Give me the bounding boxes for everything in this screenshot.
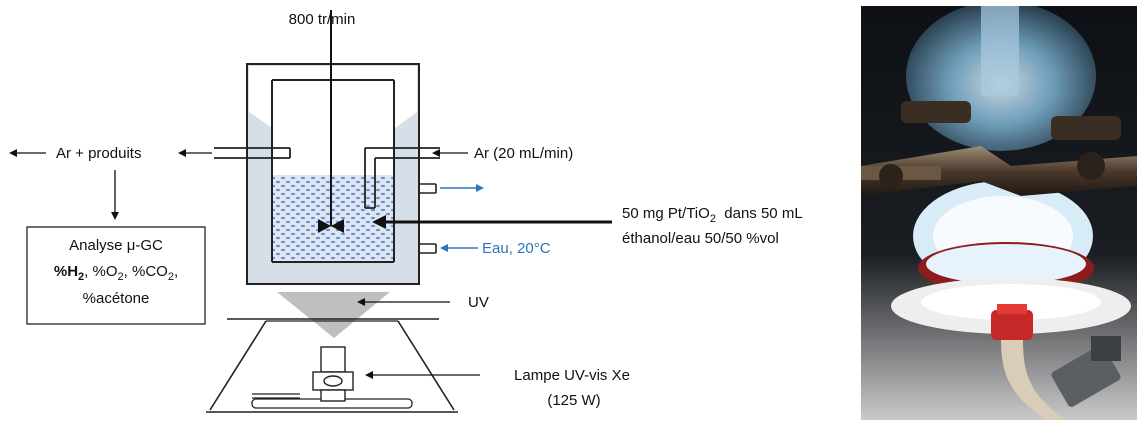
reactor-diagram: 800 tr/min xyxy=(0,0,850,421)
water-outlet-port xyxy=(419,184,436,193)
vent-arrow xyxy=(9,149,46,157)
lamp-arrow xyxy=(365,371,480,379)
argon-in-arrow xyxy=(432,149,468,157)
lamp-line2: (125 W) xyxy=(547,392,600,409)
water-in-arrow xyxy=(440,244,478,252)
water-inlet-port xyxy=(419,244,436,253)
argon-in-label: Ar (20 mL/min) xyxy=(474,145,573,162)
uv-label: UV xyxy=(468,294,489,311)
uv-light-cone xyxy=(277,292,390,338)
analysis-title: Analyse μ-GC xyxy=(69,237,163,254)
sample-line1: 50 mg Pt/TiO2 dans 50 mL xyxy=(622,205,803,225)
analysis-extra: %acétone xyxy=(83,290,150,307)
products-out-arrow xyxy=(178,149,212,157)
water-label: Eau, 20°C xyxy=(482,240,551,257)
argon-out-label: Ar + produits xyxy=(56,145,141,162)
analysis-arrow xyxy=(111,170,119,220)
water-out-arrow xyxy=(440,184,484,192)
lamp-line1: Lampe UV-vis Xe xyxy=(514,367,630,384)
stirrer-speed-label: 800 tr/min xyxy=(289,11,356,28)
sample-line2: éthanol/eau 50/50 %vol xyxy=(622,230,779,247)
reactor-photo xyxy=(861,6,1137,420)
xenon-lamp xyxy=(313,347,353,401)
